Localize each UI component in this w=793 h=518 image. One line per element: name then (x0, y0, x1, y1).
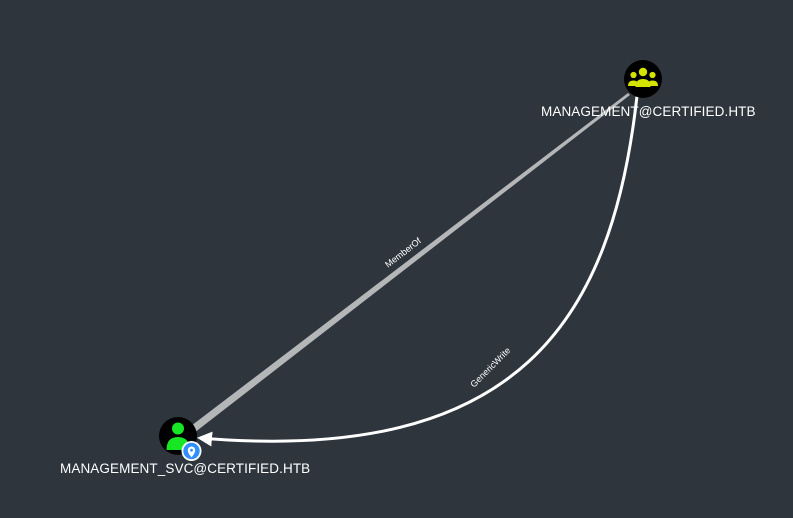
node-label-user[interactable]: MANAGEMENT_SVC@CERTIFIED.HTB (60, 461, 311, 476)
group-icon (628, 67, 658, 87)
node-label-group[interactable]: MANAGEMENT@CERTIFIED.HTB (541, 104, 756, 119)
node-user-management-svc[interactable] (159, 417, 202, 461)
node-group-management[interactable] (624, 60, 662, 98)
owned-pin-icon (181, 441, 202, 461)
edge-memberof[interactable]: MemberOf (187, 93, 630, 433)
edge-genericwrite[interactable]: GenericWrite (197, 95, 639, 447)
edge-label-genericwrite: GenericWrite (468, 345, 512, 389)
